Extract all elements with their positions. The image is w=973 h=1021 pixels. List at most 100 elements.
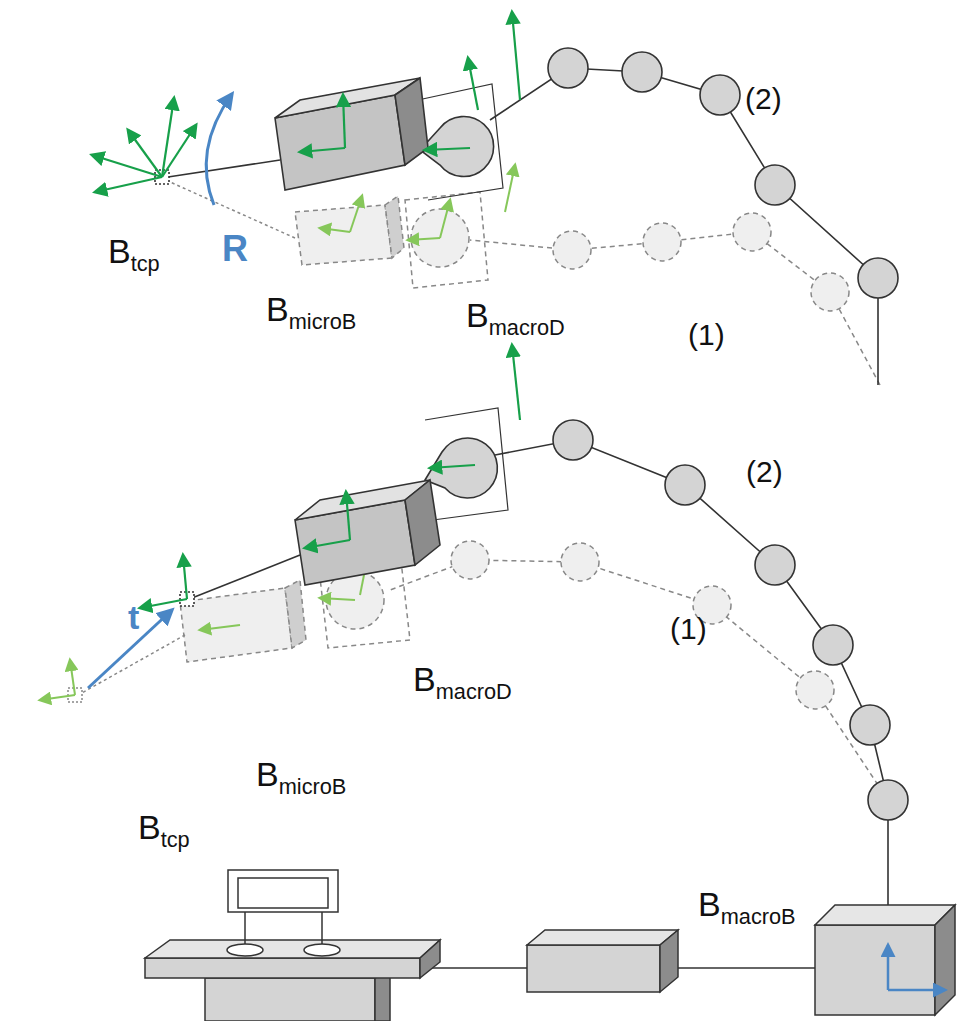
drawing-path (420, 117, 494, 177)
drawing-line (95, 177, 162, 192)
drawing-g (155, 48, 898, 385)
drawing-circle (643, 223, 681, 261)
drawing-line (162, 125, 196, 177)
drawing-line (300, 148, 345, 152)
drawing-line (408, 238, 440, 240)
drawing-polygon (815, 925, 935, 1015)
frame-subscript: microB (289, 309, 357, 334)
drawing-polygon (527, 945, 660, 992)
frame-letter: B (266, 290, 289, 328)
drawing-polygon (180, 588, 292, 662)
drawing-g (170, 182, 880, 385)
drawing-line (505, 165, 515, 212)
drawing-polygon (385, 196, 404, 258)
drawing-circle (796, 671, 834, 709)
drawing-circle (665, 465, 705, 505)
drawing-line (430, 465, 475, 468)
drawing-polygon (405, 480, 440, 565)
drawing-polygon (815, 905, 955, 925)
frame-label: Btcp (108, 232, 160, 276)
drawing-polygon (420, 940, 440, 978)
drawing-polygon (205, 978, 375, 1021)
frame-label: Btcp (138, 808, 190, 852)
drawing-polygon (395, 78, 428, 165)
drawing-line (140, 599, 187, 608)
frame-letter: B (698, 885, 721, 923)
frame-label: BmacroD (413, 660, 512, 704)
drawing-line (425, 148, 470, 150)
drawing-line (320, 598, 355, 600)
drawing-circle (850, 705, 890, 745)
drawing-circle (561, 543, 599, 581)
frame-label: BmicroB (266, 290, 356, 334)
drawing-circle (733, 213, 771, 251)
drawing-polygon (145, 958, 420, 978)
drawing-circle (622, 52, 662, 92)
drawing-line (320, 228, 350, 232)
drawing-line (40, 695, 75, 700)
frame-subscript: tcp (131, 251, 160, 276)
drawing-polyline (80, 635, 185, 694)
drawing-circle (858, 258, 898, 298)
drawing-rect (228, 870, 338, 912)
drawing-path (206, 94, 232, 205)
drawing-line (200, 625, 240, 630)
drawing-circle (755, 165, 795, 205)
drawing-g (140, 345, 520, 608)
drawing-g (145, 870, 955, 1021)
drawing-line (887, 945, 890, 990)
frame-letter: B (138, 808, 161, 846)
drawing-polyline (390, 560, 888, 800)
drawing-line (440, 200, 450, 238)
frame-label: BmicroB (256, 755, 346, 799)
frame-subscript: macroB (721, 904, 796, 929)
drawing-line (92, 155, 162, 177)
drawing-line (192, 555, 300, 598)
drawing-line (183, 555, 187, 599)
frame-subscript: tcp (161, 827, 190, 852)
frame-subscript: macroD (489, 315, 565, 340)
drawing-rect (238, 878, 328, 908)
drawing-ellipse (227, 944, 263, 956)
drawing-circle (868, 780, 908, 820)
drawing-line (244, 912, 246, 948)
frame-letter: B (108, 232, 131, 270)
frame-letter: B (256, 755, 279, 793)
drawing-ellipse (304, 944, 340, 956)
callout-number: (2) (745, 82, 782, 117)
drawing-line (512, 12, 520, 100)
drawing-polyline (495, 440, 888, 905)
drawing-polygon (285, 580, 306, 648)
motion-label: t (128, 598, 139, 637)
drawing-circle (451, 541, 489, 579)
drawing-line (346, 492, 350, 540)
drawing-circle (813, 625, 853, 665)
drawing-polyline (418, 84, 503, 200)
frame-subscript: macroD (436, 679, 512, 704)
drawing-path (425, 438, 497, 498)
drawing-line (350, 196, 362, 232)
frame-label: BmacroB (698, 885, 796, 929)
drawing-g (180, 408, 908, 905)
drawing-circle (700, 75, 740, 115)
drawing-circle (553, 231, 591, 269)
drawing-line (162, 98, 174, 177)
drawing-polygon (145, 940, 440, 958)
drawing-line (468, 58, 478, 110)
frame-subscript: microB (279, 774, 347, 799)
drawing-line (676, 967, 815, 969)
frame-letter: B (413, 660, 436, 698)
drawing-line (512, 345, 520, 420)
drawing-circle (755, 545, 795, 585)
callout-number: (1) (688, 318, 725, 353)
drawing-polygon (295, 205, 392, 265)
drawing-g (68, 541, 888, 800)
drawing-line (128, 130, 162, 177)
drawing-polygon (527, 930, 678, 945)
drawing-line (420, 967, 527, 969)
drawing-polygon (660, 930, 678, 992)
frame-letter: B (466, 296, 489, 334)
